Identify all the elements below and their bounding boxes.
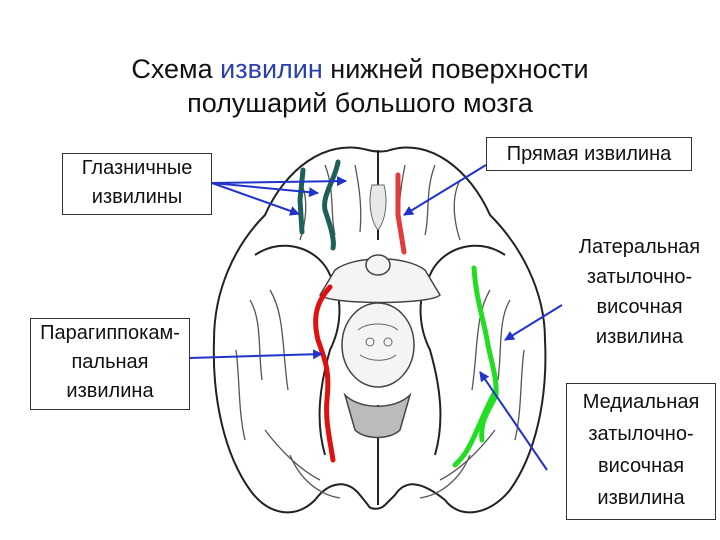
medial-occipitotemporal-line — [452, 387, 499, 468]
label-orbital-gyri: Глазничные извилины — [62, 153, 212, 215]
title-line-2: полушарий большого мозга — [187, 88, 533, 118]
label-parahippocampal-gyrus: Парагиппокам- пальная извилина — [30, 318, 190, 410]
straight-gyrus-line — [395, 172, 407, 255]
parahippocampal-gyrus-line — [313, 284, 336, 463]
title-highlight: извилин — [220, 54, 323, 84]
label-medial-occipitotemporal: Медиальная затылочно- височная извилина — [566, 383, 716, 520]
label-lateral-occipitotemporal: Латеральная затылочно- височная извилина — [578, 236, 701, 348]
pointer-arrows — [189, 164, 563, 471]
title-line-1: Схема извилин нижней поверхности — [131, 54, 589, 84]
label-straight-gyrus: Прямая извилина — [486, 137, 692, 171]
orbital-gyri-lines — [297, 159, 341, 251]
brainstem — [319, 254, 441, 439]
